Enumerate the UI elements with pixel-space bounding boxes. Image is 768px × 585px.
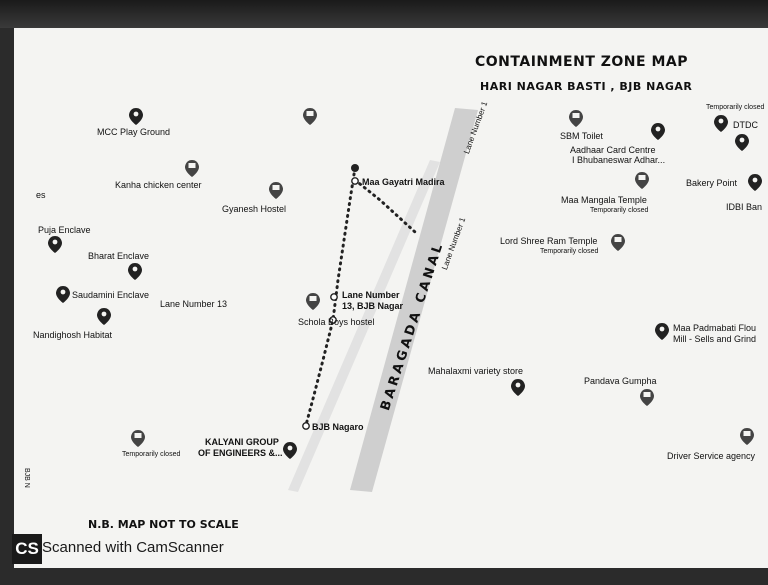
pin-puja-enclave bbox=[48, 236, 62, 253]
label-puja-enclave: Puja Enclave bbox=[38, 225, 91, 235]
pin-bakery-point bbox=[748, 174, 762, 191]
label-lane-13-bjb-line2: 13, BJB Nagar bbox=[342, 301, 404, 311]
label-lane-number-13: Lane Number 13 bbox=[160, 299, 228, 309]
pin-gyanesh-hostel bbox=[269, 182, 283, 199]
pin-aadhaar-centre bbox=[651, 123, 665, 140]
pin-saudamini-enclave bbox=[56, 286, 70, 303]
label-lord-shree-ram-status: Temporarily closed bbox=[540, 248, 599, 255]
label-maa-padmabati-line2: Mill - Sells and Grind bbox=[673, 334, 757, 344]
label-kanha-chicken: Kanha chicken center bbox=[115, 180, 202, 190]
label-bharat-enclave: Bharat Enclave bbox=[88, 251, 150, 261]
pin-unnamed-top bbox=[303, 108, 317, 125]
label-lord-shree-ram: Lord Shree Ram Temple bbox=[500, 236, 598, 246]
label-scholar-boys-hostel: Schola Boys hostel bbox=[298, 317, 375, 327]
label-saudamini-enclave: Saudamini Enclave bbox=[72, 290, 150, 300]
label-pandava-gumpha: Pandava Gumpha bbox=[584, 376, 657, 386]
pin-bharat-enclave bbox=[128, 263, 142, 280]
label-dtdc: DTDC bbox=[733, 120, 758, 130]
label-lane-13-bjb-line1: Lane Number bbox=[342, 290, 400, 300]
pin-lord-shree-ram bbox=[611, 234, 625, 251]
label-kalyani-line2: OF ENGINEERS &... bbox=[198, 448, 283, 458]
label-temp-closed-west: Temporarily closed bbox=[122, 451, 181, 458]
pin-sbm-toilet bbox=[569, 110, 583, 127]
pin-kanha-chicken bbox=[185, 160, 199, 177]
map-title: CONTAINMENT ZONE MAP bbox=[475, 54, 688, 70]
label-gyanesh-hostel: Gyanesh Hostel bbox=[222, 204, 287, 214]
pin-maa-padmabati bbox=[655, 323, 669, 340]
route-start-marker bbox=[351, 164, 359, 172]
scale-note: N.B. MAP NOT TO SCALE bbox=[88, 518, 239, 531]
route-branch bbox=[353, 178, 417, 234]
route-node-lane-13b bbox=[329, 316, 337, 324]
label-aadhaar-line1: Aadhaar Card Centre bbox=[570, 145, 656, 155]
road-band bbox=[288, 160, 440, 492]
pin-mcc-play-ground bbox=[129, 108, 143, 125]
label-mahalaxmi: Mahalaxmi variety store bbox=[428, 366, 524, 376]
label-driver-service: Driver Service agency bbox=[667, 451, 756, 461]
label-aadhaar-line2: I Bhubaneswar Adhar... bbox=[572, 155, 666, 165]
pin-nandighosh-habitat bbox=[97, 308, 111, 325]
pin-mahalaxmi bbox=[511, 379, 525, 396]
pin-pandava-gumpha bbox=[640, 389, 654, 406]
label-maa-mangala-status: Temporarily closed bbox=[590, 207, 649, 214]
scan-border bbox=[0, 0, 768, 28]
camscanner-logo: CS bbox=[12, 534, 42, 564]
canal-band bbox=[350, 108, 478, 492]
route-node-maa-gayatri bbox=[351, 177, 359, 185]
label-idbi: IDBI Ban bbox=[726, 202, 763, 212]
map-subtitle: HARI NAGAR BASTI , BJB NAGAR bbox=[480, 80, 693, 93]
label-temp-closed-top: Temporarily closed bbox=[706, 104, 765, 111]
label-bjb-n-edge: BJB N bbox=[23, 468, 30, 488]
label-kalyani-line1: KALYANI GROUP bbox=[205, 437, 279, 447]
pin-temporarily-closed-west bbox=[131, 430, 145, 447]
label-mcc-play-ground: MCC Play Ground bbox=[97, 127, 171, 137]
label-sbm-toilet: SBM Toilet bbox=[560, 131, 603, 141]
pin-driver-service bbox=[740, 428, 754, 445]
pin-kalyani-group bbox=[283, 442, 297, 459]
label-bakery-point: Bakery Point bbox=[686, 178, 738, 188]
route-node-bjb bbox=[302, 422, 310, 430]
label-maa-mangala: Maa Mangala Temple bbox=[561, 195, 647, 205]
route-node-lane-13 bbox=[330, 293, 338, 301]
label-edge-es: es bbox=[36, 190, 46, 200]
label-bjb-nagar: BJB Nagaro bbox=[312, 422, 364, 432]
pin-scholar-boys-hostel bbox=[306, 293, 320, 310]
label-nandighosh-habitat: Nandighosh Habitat bbox=[33, 330, 113, 340]
camscanner-text: Scanned with CamScanner bbox=[42, 539, 224, 556]
pin-maa-mangala bbox=[635, 172, 649, 189]
pin-dtdc-2 bbox=[735, 134, 749, 151]
pin-dtdc bbox=[714, 115, 728, 132]
label-maa-padmabati-line1: Maa Padmabati Flou bbox=[673, 323, 757, 333]
label-maa-gayatri: Maa Gayatri Madira bbox=[362, 177, 445, 187]
